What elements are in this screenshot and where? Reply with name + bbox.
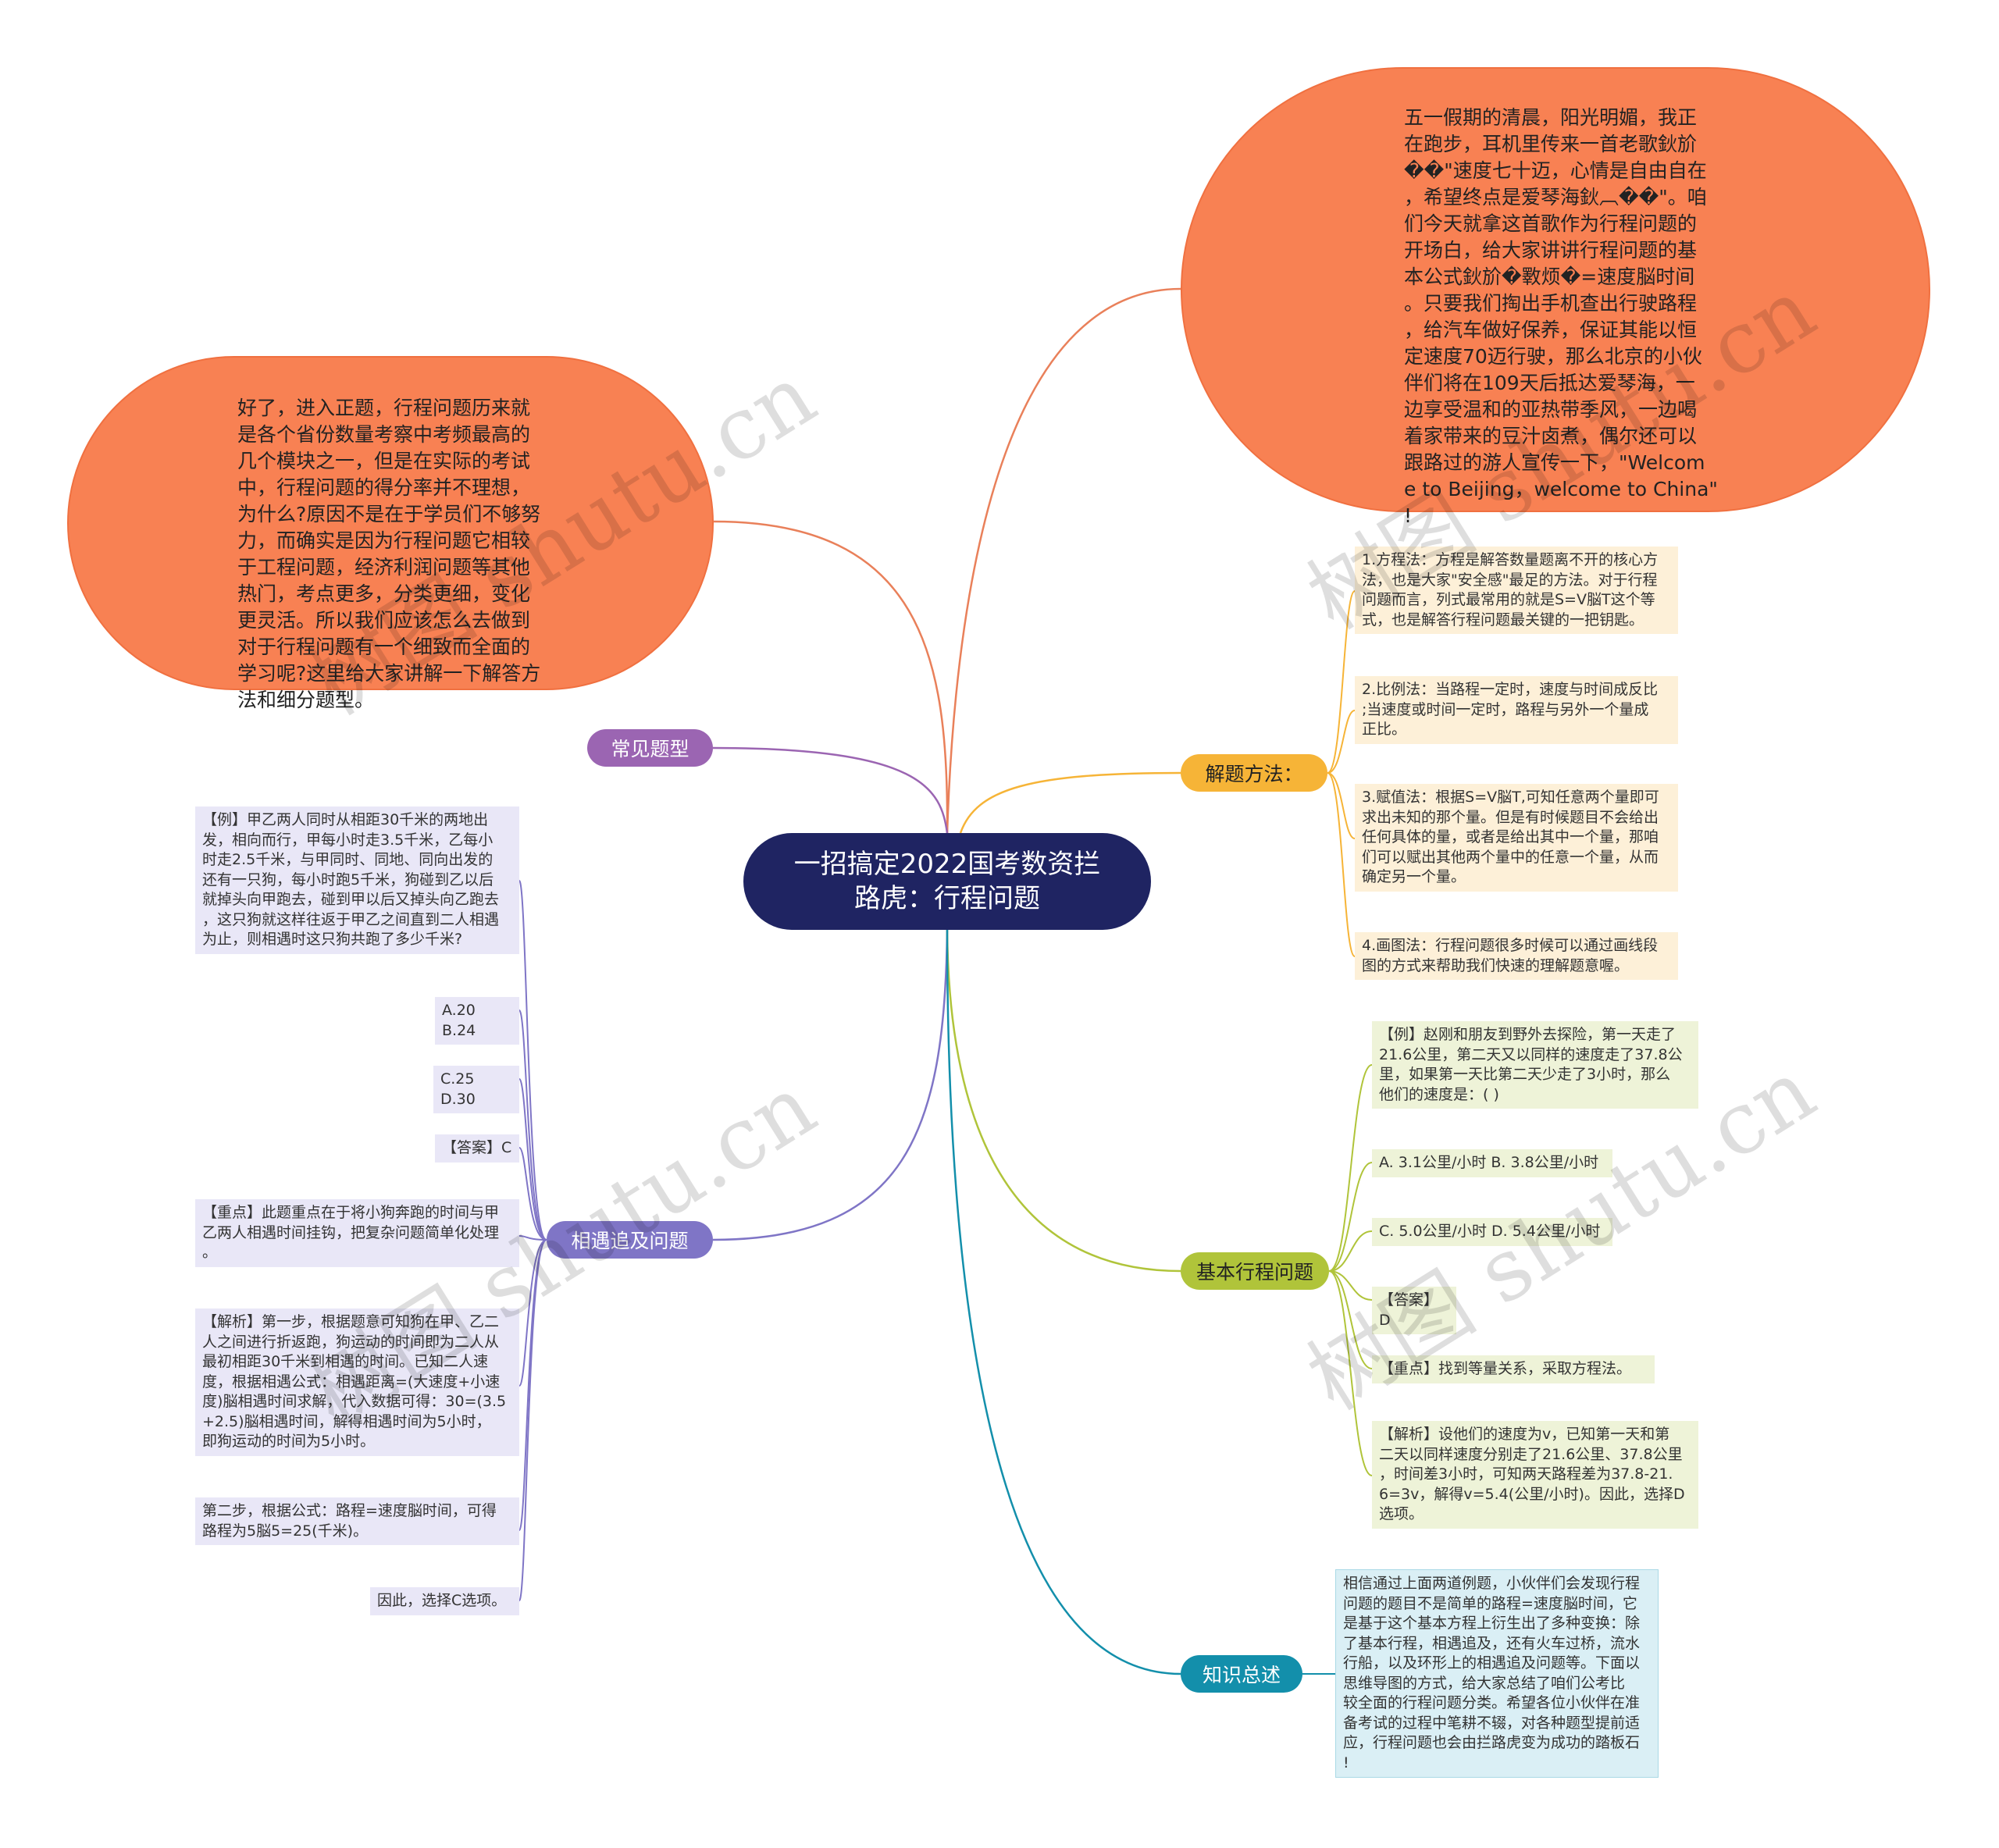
meeting-leaf-key-point[interactable]: 【重点】此题重点在于将小狗奔跑的时间与甲 乙两人相遇时间挂钩，把复杂问题简单化处… xyxy=(195,1199,519,1267)
meeting-leaf-option-ab[interactable]: A.20 B.24 xyxy=(435,997,519,1045)
method-leaf-ratio[interactable]: 2.比例法：当路程一定时，速度与时间成反比 ;当速度或时间一定时，路程与另外一个… xyxy=(1355,676,1678,744)
basic-leaf-key-point[interactable]: 【重点】找到等量关系，采取方程法。 xyxy=(1372,1355,1655,1383)
link-center-basic xyxy=(946,929,1181,1273)
method-leaf-equation[interactable]: 1.方程法：方程是解答数量题离不开的核心方 法，也是大家"安全感"最足的方法。对… xyxy=(1355,547,1678,634)
link-center-common xyxy=(712,746,949,834)
basic-leaf-example[interactable]: 【例】赵刚和朋友到野外去探险，第一天走了 21.6公里，第二天又以同样的速度走了… xyxy=(1372,1021,1698,1109)
branch-meeting-chase[interactable]: 相遇追及问题 xyxy=(547,1221,713,1259)
branch-common-types[interactable]: 常见题型 xyxy=(587,729,713,767)
meeting-leaf-conclusion[interactable]: 因此，选择C选项。 xyxy=(370,1587,519,1615)
link-center-summary xyxy=(946,929,1181,1675)
central-topic[interactable]: 一招搞定2022国考数资拦 路虎：行程问题 xyxy=(743,833,1151,930)
meeting-leaf-example[interactable]: 【例】甲乙两人同时从相距30千米的两地出 发，相向而行，甲每小时走3.5千米，乙… xyxy=(195,806,519,954)
branch-basic-label: 基本行程问题 xyxy=(1195,1261,1313,1284)
branch-common-label: 常见题型 xyxy=(611,738,689,760)
branch-basic-travel[interactable]: 基本行程问题 xyxy=(1181,1252,1329,1290)
central-topic-label: 一招搞定2022国考数资拦 路虎：行程问题 xyxy=(793,849,1101,914)
meeting-leaf-analysis-1[interactable]: 【解析】第一步，根据题意可知狗在甲、乙二 人之间进行折返跑，狗运动的时间即为二人… xyxy=(195,1309,519,1456)
meeting-leaf-answer[interactable]: 【答案】C xyxy=(435,1134,519,1163)
branch-methods[interactable]: 解题方法： xyxy=(1181,754,1327,792)
intro-top-node[interactable]: 五一假期的清晨，阳光明媚，我正 在跑步，耳机里传来一首老歌鈥斺 ��"速度七十迈… xyxy=(1181,67,1930,527)
branch-summary-label: 知识总述 xyxy=(1202,1664,1281,1686)
branch-summary[interactable]: 知识总述 xyxy=(1181,1655,1302,1693)
intro-top-text: 五一假期的清晨，阳光明媚，我正 在跑步，耳机里传来一首老歌鈥斺 ��"速度七十迈… xyxy=(1404,106,1718,527)
branch-methods-label: 解题方法： xyxy=(1205,763,1303,785)
link-center-intro-left xyxy=(713,520,949,834)
link-center-methods xyxy=(959,771,1181,834)
meeting-leaf-analysis-2[interactable]: 第二步，根据公式：路程=速度脳时间，可得 路程为5脳5=25(千米)。 xyxy=(195,1497,519,1545)
link-center-intro-top xyxy=(946,287,1181,834)
summary-leaf[interactable]: 相信通过上面两道例题，小伙伴们会发现行程 问题的题目不是简单的路程=速度脳时间，… xyxy=(1335,1569,1659,1778)
basic-leaf-answer[interactable]: 【答案】D xyxy=(1372,1287,1456,1334)
meeting-leaf-option-cd[interactable]: C.25 D.30 xyxy=(433,1066,519,1113)
intro-left-text: 好了，进入正题，行程问题历来就 是各个省份数量考察中考频最高的 几个模块之一，但… xyxy=(237,397,541,711)
basic-leaf-analysis[interactable]: 【解析】设他们的速度为v，已知第一天和第 二天以同样速度分别走了21.6公里、3… xyxy=(1372,1421,1698,1529)
link-center-meeting xyxy=(712,929,949,1241)
intro-left-node[interactable]: 好了，进入正题，行程问题历来就 是各个省份数量考察中考频最高的 几个模块之一，但… xyxy=(67,356,714,711)
branch-meeting-label: 相遇追及问题 xyxy=(571,1230,689,1252)
method-leaf-assignment[interactable]: 3.赋值法：根据S=V脳T,可知任意两个量即可 求出未知的那个量。但是有时候题目… xyxy=(1355,784,1678,892)
basic-leaf-option-ab[interactable]: A. 3.1公里/小时 B. 3.8公里/小时 xyxy=(1372,1149,1612,1177)
method-leaf-drawing[interactable]: 4.画图法：行程问题很多时候可以通过画线段 图的方式来帮助我们快速的理解题意喔。 xyxy=(1355,932,1678,980)
basic-leaf-option-cd[interactable]: C. 5.0公里/小时 D. 5.4公里/小时 xyxy=(1372,1218,1612,1246)
